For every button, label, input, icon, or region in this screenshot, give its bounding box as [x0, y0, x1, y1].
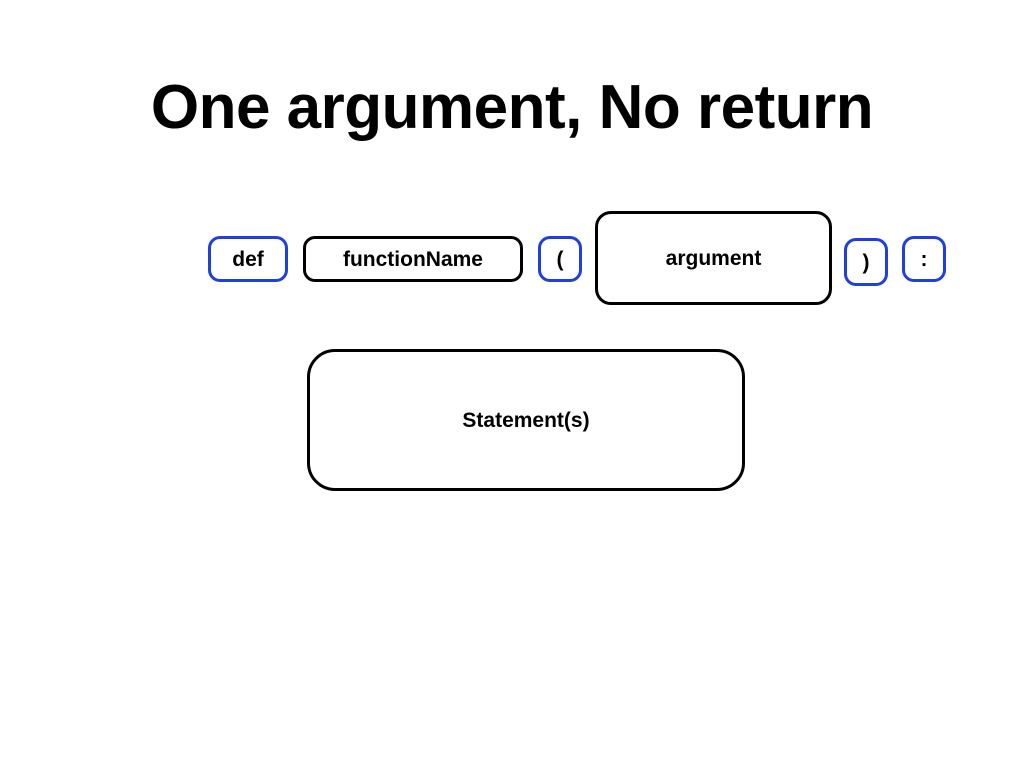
def-keyword-box: def	[208, 236, 288, 282]
slide-title: One argument, No return	[150, 73, 874, 142]
function-name-box: functionName	[303, 236, 523, 282]
statements-label: Statement(s)	[462, 408, 590, 432]
def-keyword-label: def	[232, 247, 264, 271]
argument-box: argument	[595, 211, 832, 305]
function-name-label: functionName	[342, 247, 483, 271]
colon-box: :	[902, 236, 946, 282]
close-paren-label: )	[862, 250, 870, 274]
open-paren-box: (	[538, 236, 582, 282]
open-paren-label: (	[556, 247, 564, 271]
argument-label: argument	[665, 246, 762, 270]
close-paren-box: )	[844, 238, 888, 286]
statements-box: Statement(s)	[307, 349, 745, 491]
colon-label: :	[920, 247, 928, 271]
